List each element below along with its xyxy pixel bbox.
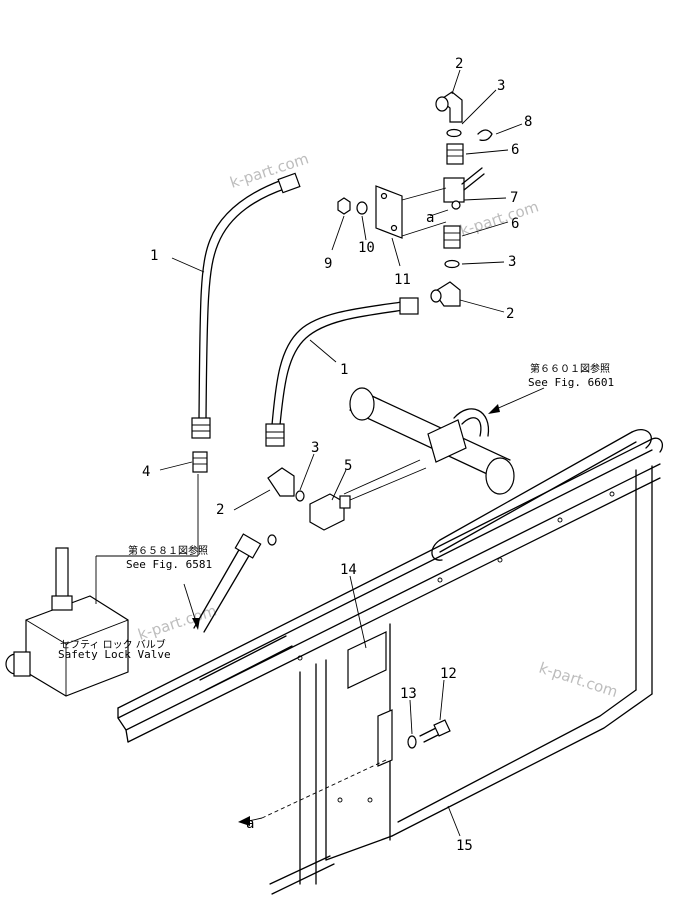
hose-1-upper (191, 172, 301, 439)
callout-5: 5 (344, 458, 352, 474)
callout-3-lower: 3 (311, 440, 319, 456)
callout-1-middle: 1 (340, 362, 348, 378)
callout-10: 10 (358, 240, 375, 256)
callout-9: 9 (324, 256, 332, 272)
hose-1-middle (265, 297, 419, 447)
callout-a-bottom: a (246, 816, 254, 832)
valve-label-en: Safety Lock Valve (58, 648, 171, 661)
callout-12: 12 (440, 666, 457, 682)
callout-7: 7 (510, 190, 518, 206)
reference-notes: 第６６０１図参照 See Fig. 6601 第６５８１図参照 See Fig.… (58, 362, 614, 661)
bolt-12 (407, 719, 451, 749)
callout-8: 8 (524, 114, 532, 130)
callout-13: 13 (400, 686, 417, 702)
ref-6601-en: See Fig. 6601 (528, 376, 614, 389)
callout-11: 11 (394, 272, 411, 288)
ref-6601-jp: 第６６０１図参照 (530, 362, 610, 375)
safety-lock-valve (5, 474, 199, 697)
adapter-4 (192, 451, 208, 473)
callout-3-top: 3 (497, 78, 505, 94)
leader-lines (159, 69, 545, 837)
fitting-assembly-lower (267, 459, 427, 546)
ref-6581-jp: 第６５８１図参照 (128, 544, 208, 557)
callout-15: 15 (456, 838, 473, 854)
tank-6601 (349, 387, 515, 495)
callout-2-lower: 2 (216, 502, 224, 518)
callout-14: 14 (340, 562, 357, 578)
frame-structure (117, 429, 664, 895)
callout-6-top: 6 (511, 142, 519, 158)
callout-2-right: 2 (506, 306, 514, 322)
ref-6581-en: See Fig. 6581 (126, 558, 212, 571)
fitting-assembly-upper (337, 91, 493, 307)
callout-6-bottom: 6 (511, 216, 519, 232)
callout-2-top: 2 (455, 56, 463, 72)
watermark: k-part.com (537, 659, 620, 701)
callout-1-upper: 1 (150, 248, 158, 264)
callout-a-top: a (426, 210, 434, 226)
callouts: 1 1 2 2 2 3 3 3 4 5 6 6 7 8 9 10 11 12 1… (142, 56, 532, 854)
hose-6581 (193, 533, 262, 633)
callout-3-right: 3 (508, 254, 516, 270)
watermark: k-part.com (136, 601, 219, 643)
valve-label-jp: セフティ ロック バルブ (60, 638, 166, 651)
callout-4: 4 (142, 464, 150, 480)
